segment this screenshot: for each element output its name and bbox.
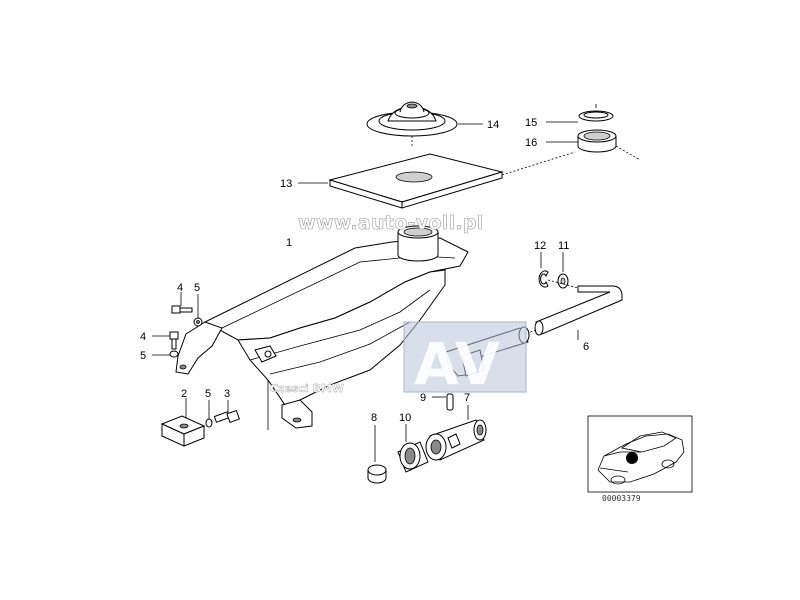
callout-1: 1 (286, 237, 292, 249)
part-8-cap (367, 464, 387, 484)
part-11-washer (557, 273, 569, 289)
callout-9: 9 (420, 392, 426, 404)
callout-2: 2 (181, 388, 187, 400)
reference-code: 00003379 (602, 494, 641, 503)
callout-3: 3 (224, 388, 230, 400)
part-3-bolt (213, 409, 241, 424)
callout-16: 16 (525, 137, 537, 149)
part-9-pin (446, 393, 454, 411)
callout-5-lower: 5 (140, 350, 146, 362)
callout-13: 13 (280, 178, 292, 190)
part-6-rod (519, 279, 623, 337)
part-7-joint (425, 419, 487, 461)
callout-4-upper: 4 (177, 282, 183, 294)
callout-5-upper: 5 (194, 282, 200, 294)
logo-watermark: AV (403, 321, 527, 398)
callout-15: 15 (525, 117, 537, 129)
part-13-plate (328, 151, 576, 209)
watermark-url: www.auto-voll.pl (298, 212, 484, 234)
callout-5-block: 5 (205, 388, 211, 400)
callout-14: 14 (487, 119, 499, 131)
callout-6: 6 (583, 341, 589, 353)
callout-7: 7 (464, 392, 470, 404)
car-thumbnail (587, 415, 693, 493)
part-15-ring (578, 104, 614, 122)
part-10-bushing (397, 441, 429, 473)
callout-10: 10 (399, 412, 411, 424)
callout-4-lower: 4 (140, 331, 146, 343)
part-1-housing (175, 225, 469, 430)
part-4-bolt-upper (171, 305, 193, 314)
part-16-bushing (577, 129, 641, 161)
part-5-washer-upper (193, 317, 203, 327)
part-5-washer-lower (169, 350, 179, 358)
logo-letters: AV (414, 330, 500, 398)
part-14-boot (366, 101, 458, 148)
callout-11: 11 (558, 240, 569, 252)
callout-8: 8 (371, 412, 377, 424)
leader-lines (152, 121, 579, 462)
part-4-bolt-lower (169, 331, 179, 350)
part-2-block (160, 415, 206, 447)
part-5-washer-block (205, 418, 213, 428)
watermark-subtitle: Czesci BMW (270, 382, 344, 395)
callout-12: 12 (534, 240, 546, 252)
part-12-clip (538, 270, 549, 288)
